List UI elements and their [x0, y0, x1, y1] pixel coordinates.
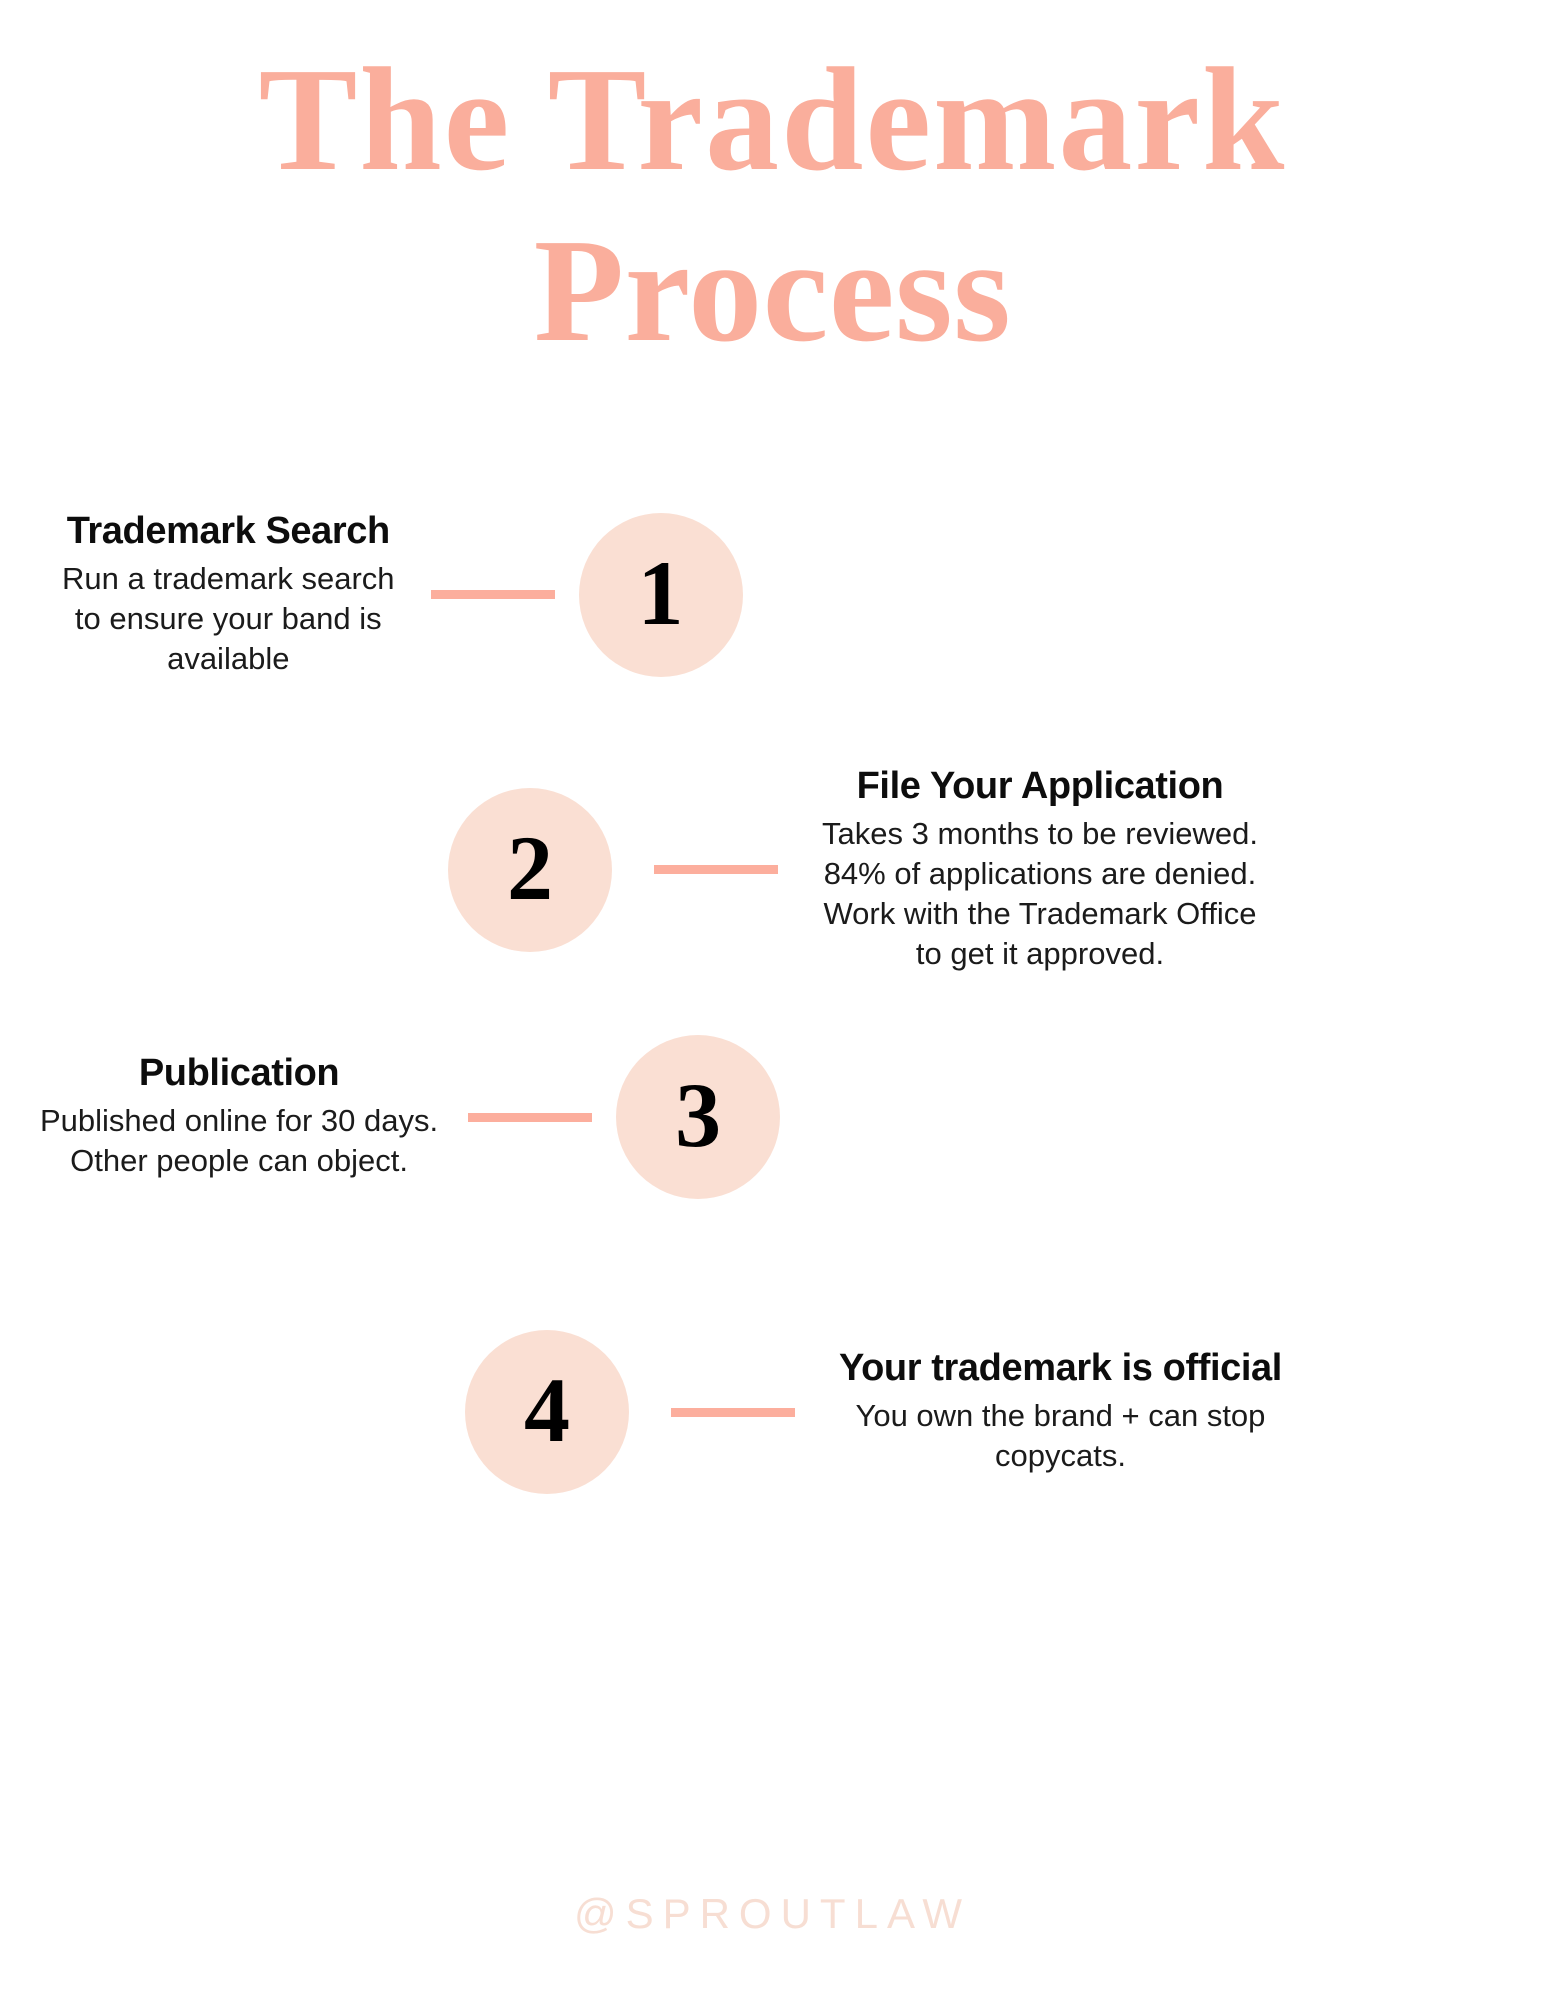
step-2-body-line-2: 84% of applications are denied.	[823, 855, 1257, 891]
footer-handle: @SPROUTLAW	[573, 1890, 972, 1937]
process-step-2: 2 File Your Application Takes 3 months t…	[448, 765, 1258, 975]
step-1-body-line-2: to ensure your band is	[74, 600, 382, 636]
title-line-1: The Trademark	[258, 38, 1287, 202]
step-3-number: 3	[675, 1064, 722, 1166]
step-3-number-circle: 3	[616, 1035, 781, 1199]
step-1-body: Run a trademark search to ensure your ba…	[62, 559, 395, 680]
step-1-number-circle: 1	[578, 512, 743, 677]
step-3-body-line-2: Other people can object.	[70, 1143, 408, 1179]
process-step-3: Publication Published online for 30 days…	[40, 1035, 781, 1199]
title-line-2: Process	[533, 209, 1012, 374]
step-3-body-line-1: Published online for 30 days.	[40, 1102, 439, 1138]
step-2-number: 2	[507, 816, 553, 919]
step-4-number: 4	[524, 1359, 570, 1461]
step-2-text-block: File Your Application Takes 3 months to …	[822, 765, 1258, 975]
step-3-connector-line	[468, 1112, 593, 1122]
step-2-body-line-3: Work with the Trademark Office	[823, 896, 1257, 932]
step-1-body-line-3: available	[167, 641, 290, 677]
step-2-number-circle: 2	[448, 787, 612, 952]
process-step-4: 4 Your trademark is official You own the…	[465, 1330, 1282, 1494]
footer: @SPROUTLAW	[0, 1890, 1545, 1938]
step-1-text-block: Trademark Search Run a trademark search …	[62, 510, 395, 679]
step-2-body: Takes 3 months to be reviewed. 84% of ap…	[822, 814, 1258, 975]
step-1-heading: Trademark Search	[66, 510, 391, 552]
step-4-heading: Your trademark is official	[839, 1347, 1282, 1390]
step-4-body: You own the brand + can stop copycats.	[856, 1396, 1266, 1477]
step-4-body-line-1: You own the brand + can stop	[855, 1397, 1266, 1433]
step-2-body-line-1: Takes 3 months to be reviewed.	[822, 815, 1258, 851]
step-4-connector-line	[671, 1407, 795, 1417]
page-title: The Trademark Process	[0, 38, 1545, 374]
step-2-body-line-4: to get it approved.	[915, 936, 1165, 972]
step-3-text-block: Publication Published online for 30 days…	[40, 1052, 438, 1181]
step-2-connector-line	[654, 865, 778, 875]
step-4-body-line-2: copycats.	[994, 1438, 1126, 1474]
step-2-heading: File Your Application	[856, 765, 1224, 807]
step-3-body: Published online for 30 days. Other peop…	[40, 1101, 438, 1182]
step-1-body-line-1: Run a trademark search	[62, 560, 395, 596]
step-3-heading: Publication	[138, 1052, 340, 1095]
step-4-number-circle: 4	[465, 1330, 629, 1494]
step-1-connector-line	[430, 590, 555, 600]
step-1-number: 1	[637, 541, 684, 644]
step-4-text-block: Your trademark is official You own the b…	[839, 1347, 1282, 1476]
process-step-1: Trademark Search Run a trademark search …	[62, 510, 743, 679]
